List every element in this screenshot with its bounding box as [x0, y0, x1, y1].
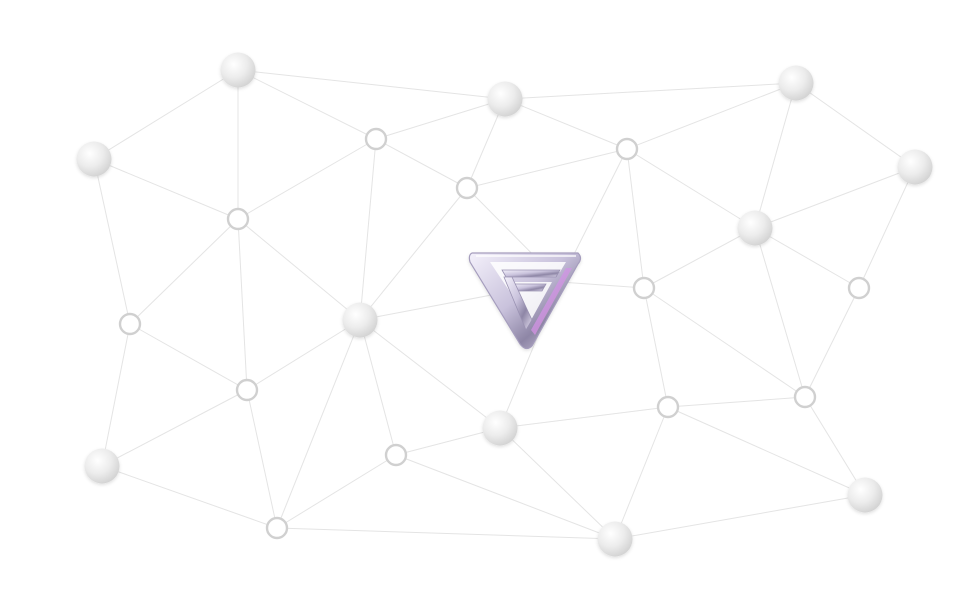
sphere-node-icon: [84, 448, 120, 484]
logo-accent-edge: [531, 268, 572, 335]
ring-node-icon: [265, 516, 289, 540]
network-edge: [754, 227, 860, 289]
network-edge: [276, 319, 361, 529]
network-edge: [237, 218, 248, 391]
network-nodes: [76, 52, 933, 557]
network-edge: [667, 396, 806, 408]
network-edge: [93, 158, 131, 325]
sphere-node-icon: [778, 65, 814, 101]
network-edge: [754, 227, 806, 398]
sphere-node-icon: [847, 477, 883, 513]
network-edge: [466, 148, 628, 189]
ring-node-icon: [847, 276, 871, 300]
network-edge: [129, 218, 239, 325]
network-edge: [276, 527, 616, 540]
ring-node-icon: [793, 385, 817, 409]
ring-node-icon: [656, 395, 680, 419]
sphere-node-icon: [76, 141, 112, 177]
sphere-node-icon: [482, 410, 518, 446]
network-edge: [499, 427, 616, 540]
network-edge: [101, 465, 278, 529]
sphere-node-icon: [342, 302, 378, 338]
network-edge: [375, 138, 468, 189]
network-edge: [93, 69, 239, 160]
ring-node-icon: [615, 137, 639, 161]
network-edge: [499, 406, 669, 429]
network-edge: [101, 389, 248, 467]
network-edge: [395, 427, 501, 456]
network-edge: [754, 166, 916, 229]
network-edge: [359, 319, 501, 429]
network-edge: [614, 406, 669, 540]
sphere-node-icon: [897, 149, 933, 185]
network-edge: [246, 319, 361, 391]
ring-node-icon: [384, 443, 408, 467]
network-edge: [375, 98, 506, 140]
network-edge: [237, 138, 377, 220]
network-edge: [626, 148, 756, 229]
network-edge: [804, 396, 866, 496]
network-edge: [626, 148, 645, 289]
ring-node-icon: [455, 176, 479, 200]
network-edge: [359, 187, 468, 321]
logo-f-top-bar: [501, 269, 561, 278]
network-edge: [795, 82, 916, 168]
network-edge: [643, 287, 669, 408]
network-edge: [101, 323, 131, 467]
ring-node-icon: [632, 276, 656, 300]
network-edge: [626, 82, 797, 150]
network-edge: [237, 69, 377, 140]
ring-node-icon: [226, 207, 250, 231]
sphere-node-icon: [597, 521, 633, 557]
logo-f-stem: [503, 276, 533, 331]
sphere-node-icon: [737, 210, 773, 246]
network-edge: [93, 158, 239, 220]
network-edge: [858, 166, 916, 289]
ring-node-icon: [235, 378, 259, 402]
sphere-node-icon: [487, 81, 523, 117]
ring-node-icon: [118, 312, 142, 336]
network-edge: [643, 287, 806, 398]
network-edge: [276, 454, 397, 529]
triangle-f-logo-icon: [468, 252, 582, 350]
network-edge: [643, 227, 756, 289]
network-edge: [237, 69, 506, 100]
ring-node-icon: [364, 127, 388, 151]
network-edge: [237, 218, 361, 321]
network-edge: [614, 494, 866, 540]
network-edge: [504, 82, 797, 100]
network-edge: [359, 138, 377, 321]
network-edge: [246, 389, 278, 529]
network-edge: [754, 82, 797, 229]
network-edge: [504, 98, 628, 150]
network-edge: [395, 454, 616, 540]
network-edge: [129, 323, 248, 391]
network-edge: [559, 281, 645, 289]
network-edge: [359, 319, 397, 456]
sphere-node-icon: [220, 52, 256, 88]
network-edge: [667, 406, 866, 496]
network-edge: [804, 287, 860, 398]
